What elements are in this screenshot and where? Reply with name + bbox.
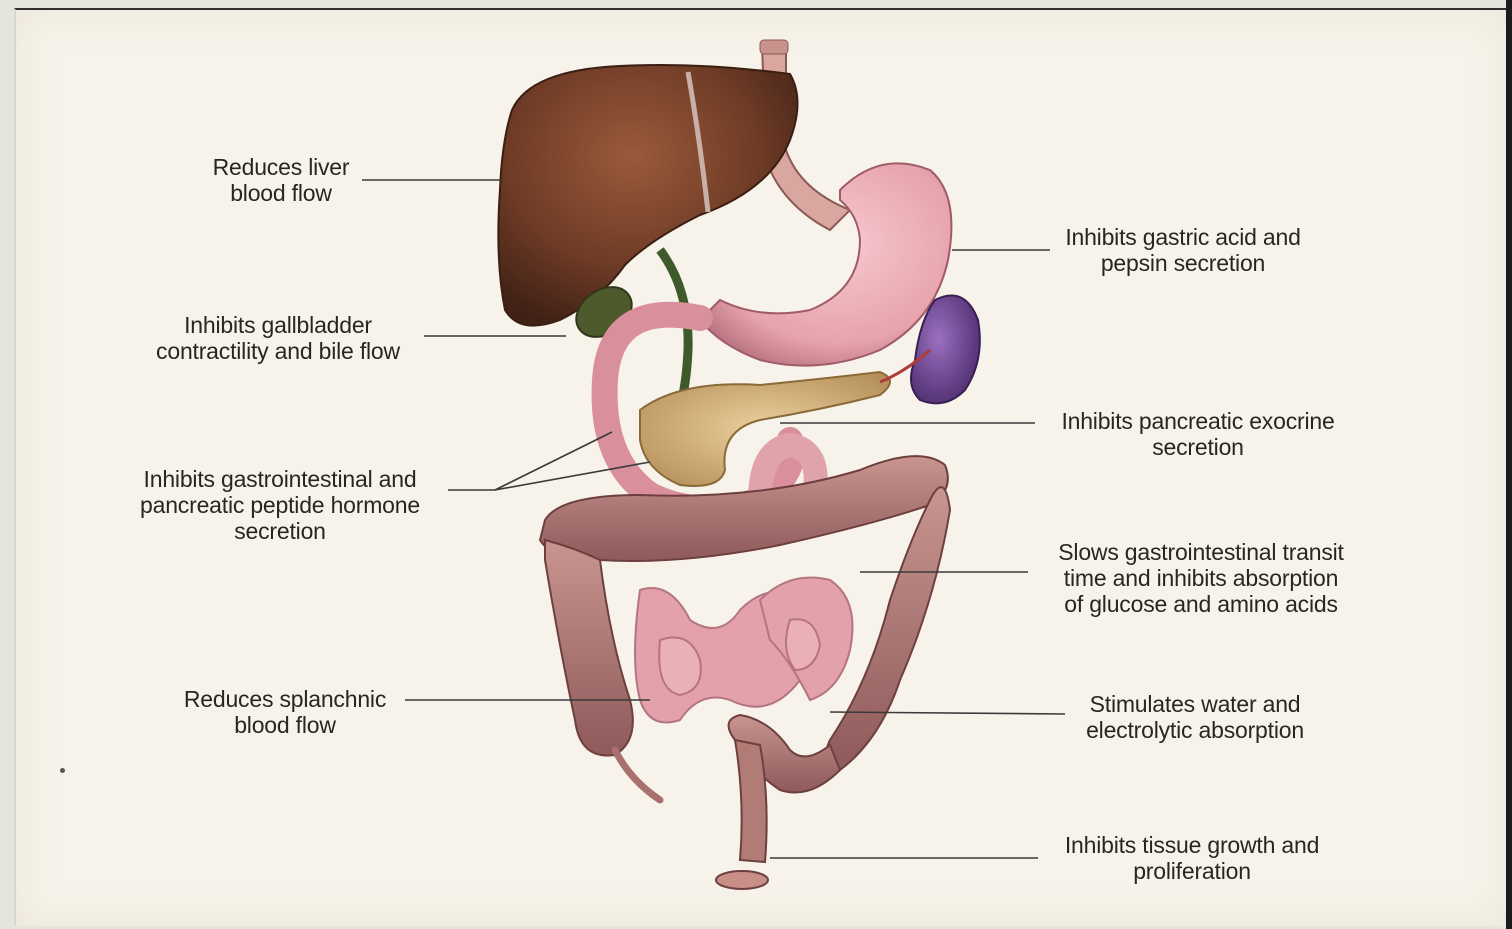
small-intestine	[635, 578, 853, 723]
anus	[716, 871, 768, 889]
leader-gi-hormone-b	[495, 432, 612, 490]
ascending-colon	[545, 540, 633, 756]
appendix	[615, 750, 660, 800]
esophagus-cap	[760, 40, 788, 54]
transverse-colon	[540, 456, 948, 561]
rectum	[735, 740, 767, 862]
liver	[498, 65, 797, 326]
